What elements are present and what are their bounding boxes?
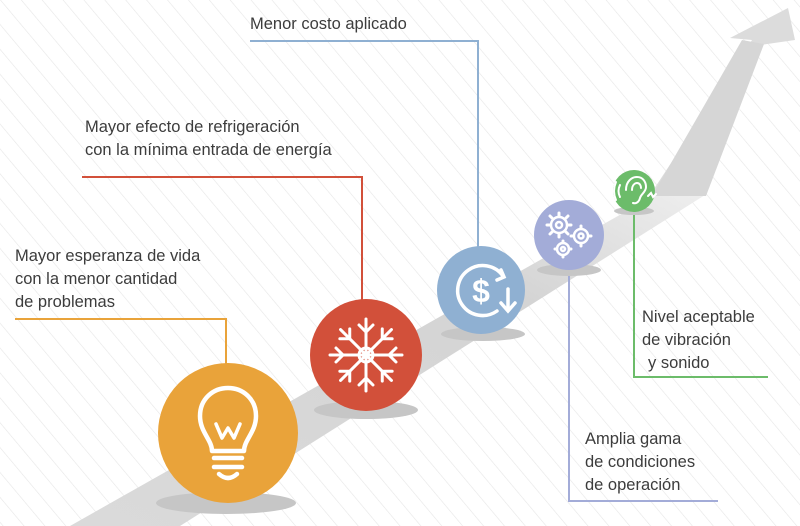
dollar-badge: $ [437, 246, 525, 334]
label-lifespan: Mayor esperanza de vida con la menor can… [15, 245, 200, 314]
label-vibration-line-1: Nivel aceptable [642, 308, 755, 326]
lightbulb-icon [197, 385, 259, 481]
leader-line-vibration [633, 212, 768, 378]
leader-line-operating-range [568, 272, 718, 502]
ear-badge [613, 170, 657, 212]
label-operating-range-line-3: de operación [585, 476, 681, 494]
arrow-body [652, 40, 764, 196]
snowflake-icon [328, 317, 404, 393]
label-refrigeration-line-1: Mayor efecto de refrigeración [85, 118, 300, 136]
label-vibration-line-3: y sonido [648, 354, 710, 372]
leader-line-lifespan [15, 318, 227, 368]
gears-icon [545, 211, 593, 259]
label-refrigeration-line-2: con la mínima entrada de energía [85, 141, 332, 159]
svg-text:$: $ [472, 273, 490, 309]
leader-line-refrigeration [82, 176, 363, 300]
label-vibration-line-2: de vibración [642, 331, 731, 349]
label-cost: Menor costo aplicado [250, 13, 407, 36]
label-lifespan-line-3: de problemas [15, 293, 115, 311]
gears-badge [534, 200, 604, 270]
shadow-dollar [441, 327, 525, 341]
snowflake-badge [310, 299, 422, 411]
label-cost-line-1: Menor costo aplicado [250, 15, 407, 33]
label-lifespan-line-1: Mayor esperanza de vida [15, 247, 201, 265]
shadow-lightbulb [156, 492, 296, 514]
dollar-cost-icon: $ [455, 263, 517, 318]
label-operating-range: Amplia gama de condiciones de operación [585, 428, 695, 497]
ear-sound-icon [613, 175, 657, 205]
label-lifespan-line-2: con la menor cantidad [15, 270, 178, 288]
label-operating-range-line-1: Amplia gama [585, 430, 682, 448]
leader-line-cost [250, 40, 479, 248]
label-refrigeration: Mayor efecto de refrigeración con la mín… [85, 116, 332, 162]
lightbulb-badge [158, 363, 298, 503]
label-operating-range-line-2: de condiciones [585, 453, 696, 471]
label-vibration-sound: Nivel aceptable de vibración y sonido [642, 306, 755, 375]
